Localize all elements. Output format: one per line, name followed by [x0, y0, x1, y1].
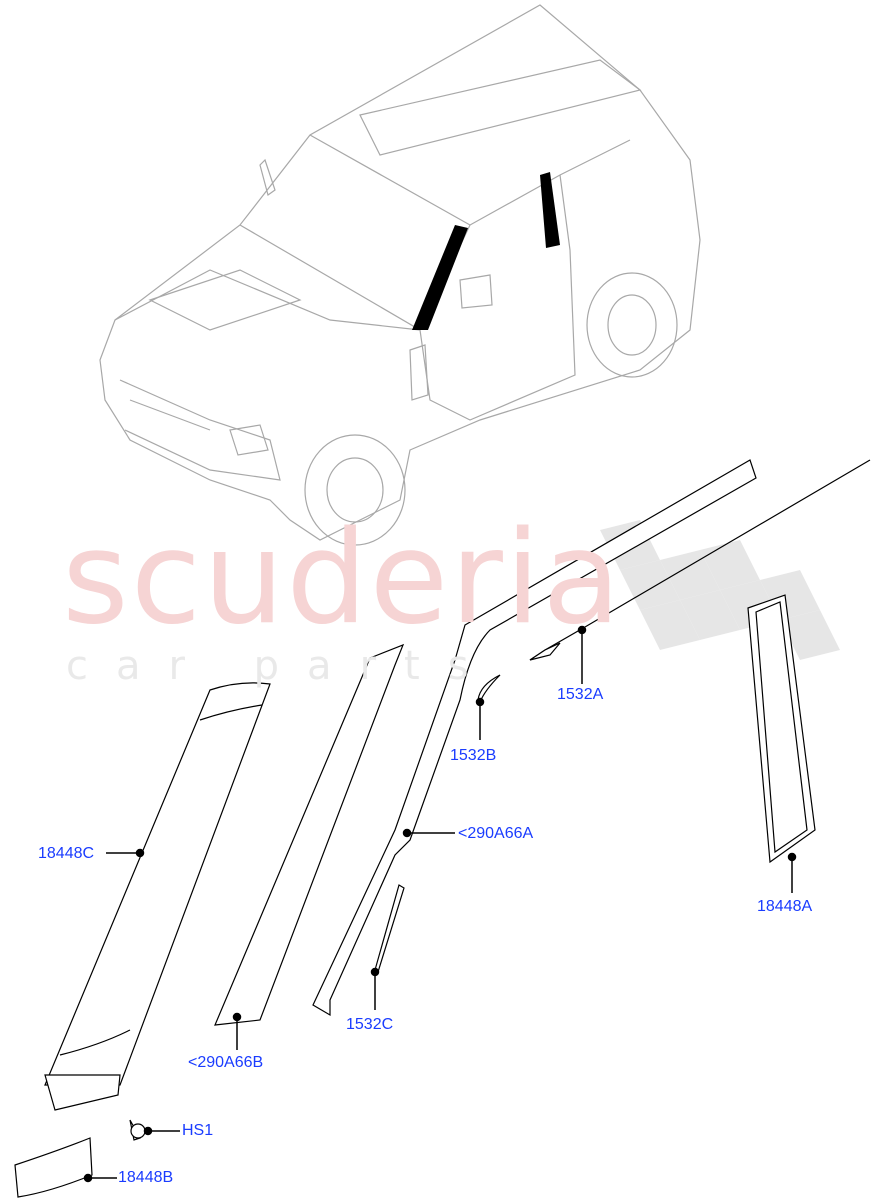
- highlighted-pillars: [412, 172, 560, 330]
- callout-18448B[interactable]: 18448B: [118, 1169, 174, 1186]
- callout-290A66B[interactable]: <290A66B: [188, 1054, 264, 1071]
- callout-18448A[interactable]: 18448A: [757, 898, 813, 915]
- callout-1532B[interactable]: 1532B: [450, 747, 497, 764]
- leader-lines: [83, 625, 797, 1183]
- part-1532C: [374, 884, 405, 973]
- part-290A66A: [312, 459, 757, 1017]
- part-18448B: [14, 1137, 93, 1198]
- parts: [14, 459, 871, 1198]
- callout-HS1[interactable]: HS1: [182, 1122, 214, 1139]
- part-18448A: [747, 594, 816, 864]
- callout-1532C[interactable]: 1532C: [346, 1016, 394, 1033]
- part-290A66B: [214, 643, 405, 1026]
- callout-18448C[interactable]: 18448C: [38, 845, 95, 862]
- watermark-tagline: car parts: [66, 643, 497, 689]
- a-pillar-highlight: [412, 225, 468, 330]
- callout-1532A[interactable]: 1532A: [557, 686, 604, 703]
- b-pillar-highlight: [540, 172, 560, 248]
- watermark-brand: scuderia: [62, 504, 623, 653]
- part-18448C: [44, 682, 271, 1086]
- callout-290A66A[interactable]: <290A66A: [458, 825, 534, 842]
- vehicle-illustration: [99, 4, 701, 546]
